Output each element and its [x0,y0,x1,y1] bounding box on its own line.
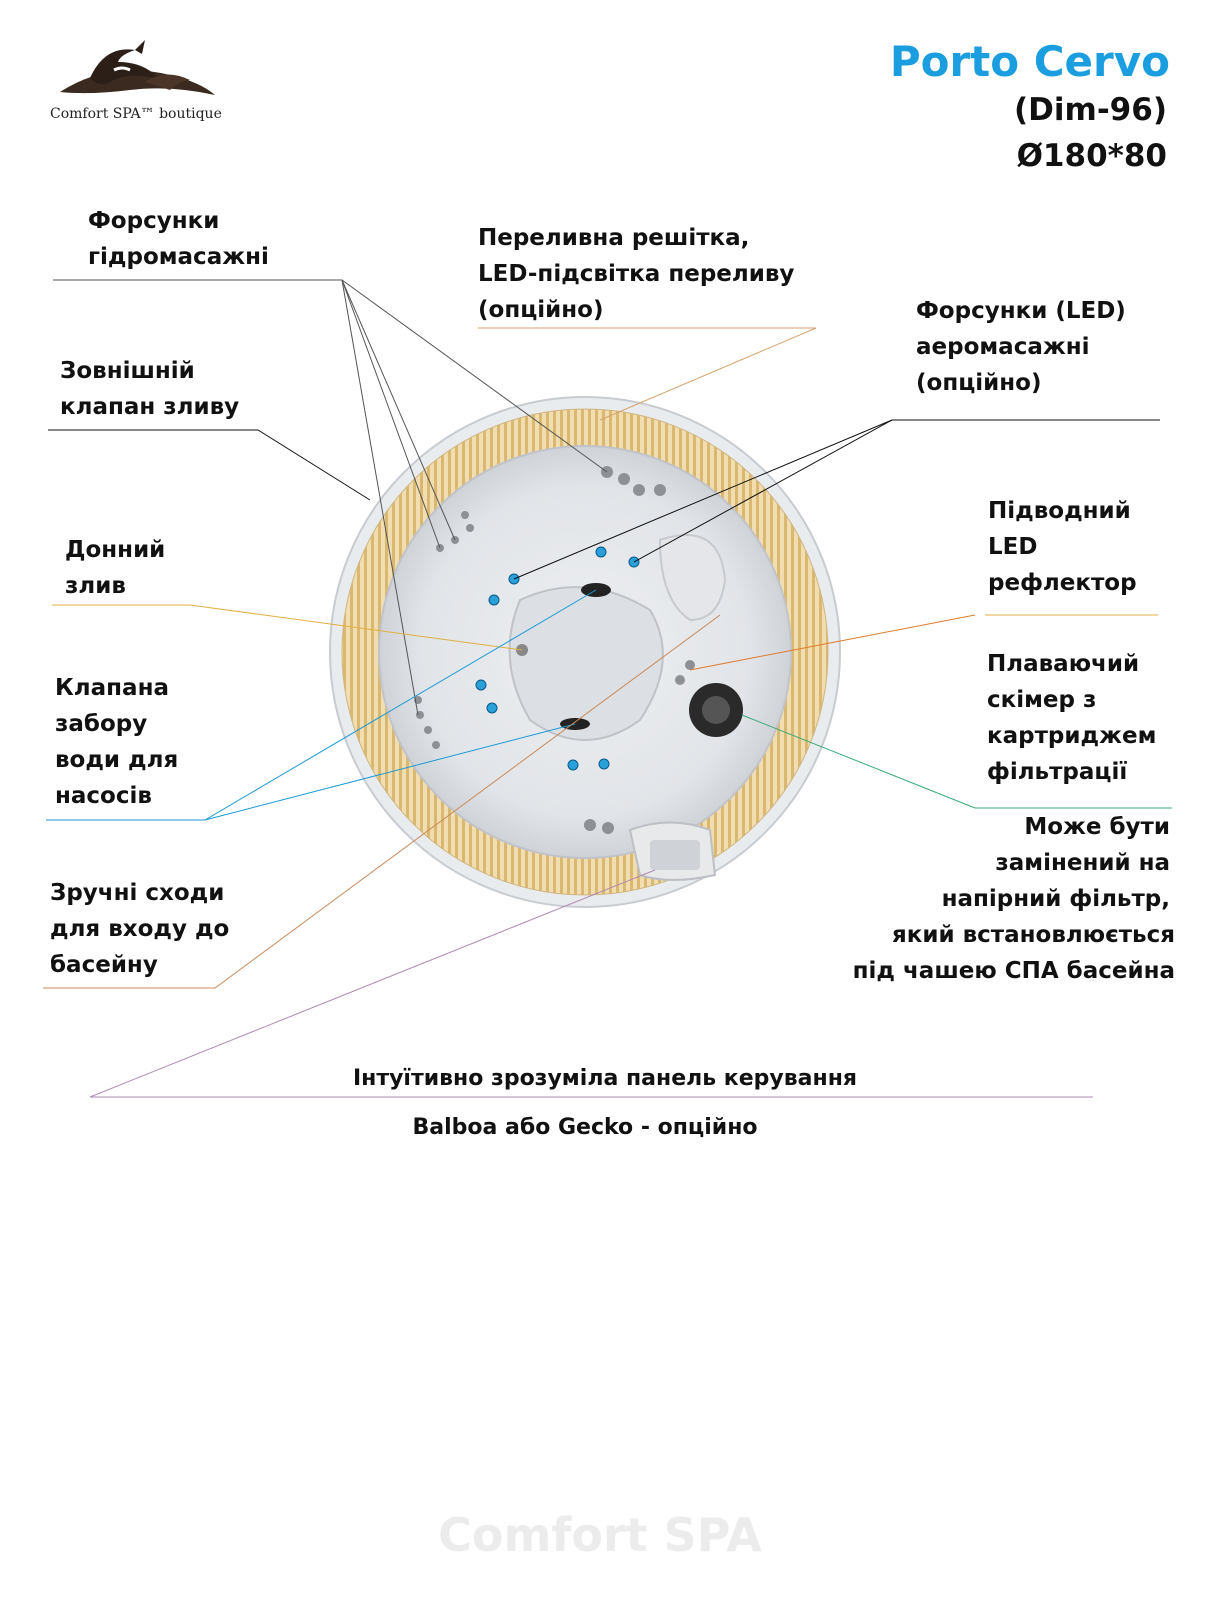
dolphin-logo-icon [60,40,215,95]
label-line: (опційно) [916,370,1042,396]
label-intake-valves: Клапана забору води для насосів [55,670,178,814]
logo-text: Comfort SPA™ boutique [50,106,222,122]
product-model: (Dim-96) [1013,92,1167,128]
product-title: Porto Cervo [889,37,1170,86]
label-line: фільтрації [987,759,1128,785]
label-line: аеромасажні [916,334,1090,360]
label-line: Переливна решітка, [478,225,750,251]
label-line: злив [65,573,126,599]
label-line: (опційно) [478,297,604,323]
label-underwater-led: Підводний LED рефлектор [988,493,1137,601]
label-control-panel-option: Balboa або Gecko - опційно [412,1115,758,1140]
label-jets-hydro: Форсунки гідромасажні [88,203,269,275]
label-overflow-grill: Переливна решітка, LED-підсвітка перелив… [478,220,794,328]
label-bottom-drain: Донний злив [65,532,165,604]
label-control-panel: Інтуїтивно зрозуміла панель керування [352,1066,858,1091]
round-spa-tub-illustration [329,396,841,908]
label-jets-air: Форсунки (LED) аеромасажні (опційно) [916,293,1126,401]
label-pressure-filter: Може бути замінений на напірний фільтр, … [770,809,1175,989]
label-line: Клапана [55,675,169,701]
label-line: напірний фільтр, [941,886,1170,912]
label-line: насосів [55,783,152,809]
label-line: Донний [65,537,166,563]
label-line: Форсунки (LED) [916,298,1126,324]
label-line: рефлектор [988,570,1137,596]
label-line: Підводний [988,498,1131,524]
label-line: Плаваючий [987,651,1140,677]
label-line: Може бути [1024,814,1170,840]
label-line: який встановлюється [891,922,1175,948]
label-line: Зовнішній [60,358,195,384]
label-line: клапан зливу [60,394,240,420]
label-line: під чашею СПА басейна [852,958,1175,984]
label-line: замінений на [995,850,1170,876]
brand-logo [50,40,230,110]
label-line: забору [55,711,148,737]
product-dimensions: Ø180*80 [1016,138,1167,174]
label-external-drain: Зовнішній клапан зливу [60,353,239,425]
label-line: води для [55,747,179,773]
label-line: Зручні сходи [50,880,225,906]
label-line: скімер з [987,687,1097,713]
label-skimmer: Плаваючий скімер з картриджем фільтрації [987,646,1156,790]
label-line: LED-підсвітка переливу [478,261,795,287]
label-line: картриджем [987,723,1157,749]
label-line: LED [988,534,1038,560]
label-line: басейну [50,952,158,978]
watermark: Comfort SPA [438,1508,762,1562]
label-line: Форсунки [88,208,220,234]
label-line: для входу до [50,916,230,942]
label-line: гідромасажні [88,244,269,270]
label-steps: Зручні сходи для входу до басейну [50,875,229,983]
